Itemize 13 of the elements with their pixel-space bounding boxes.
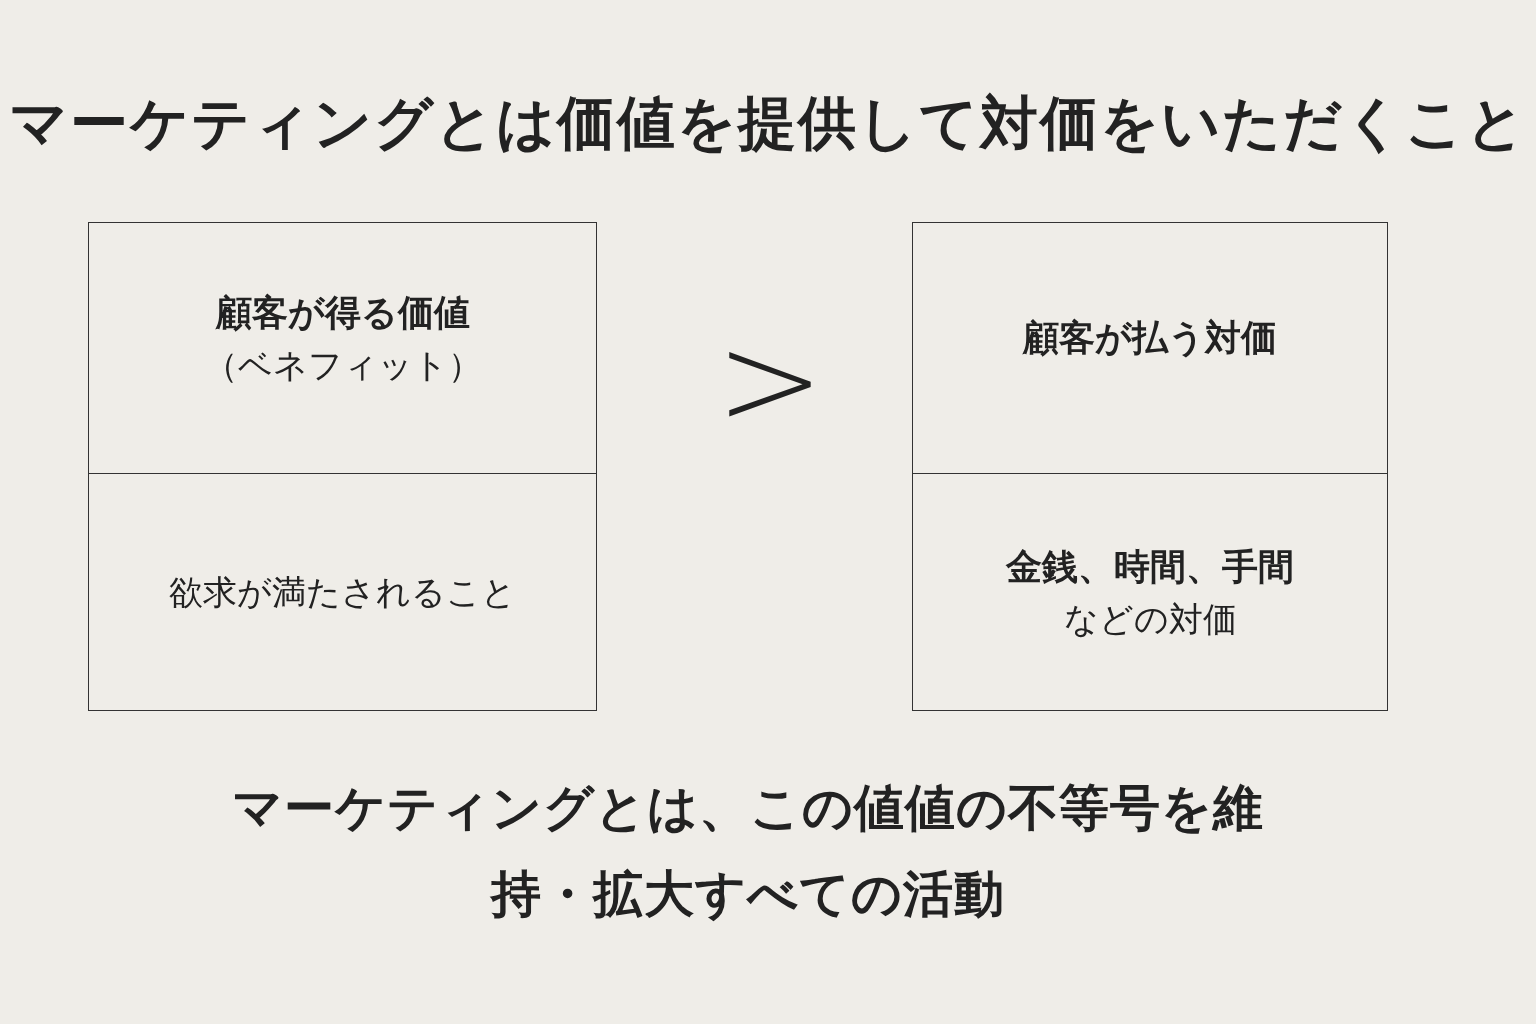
cell-heading: 金銭、時間、手間 <box>1006 544 1294 589</box>
cell-text: （ベネフィット） <box>203 343 482 387</box>
caption: マーケティングとは、この値値の不等号を維持・拡大すべての活動 <box>231 778 1265 925</box>
greater-than-sign: > <box>714 303 826 458</box>
table-cell <box>912 473 1388 711</box>
cell-heading: 顧客が得る価値 <box>215 290 470 335</box>
cell-text: などの対価 <box>1063 597 1237 641</box>
title: マーケティングとは価値を提供して対価をいただくこと <box>8 88 1528 159</box>
cell-text: 欲求が満たされること <box>169 570 516 614</box>
cell-heading: 顧客が払う対価 <box>1023 316 1277 360</box>
table-cell <box>88 473 597 711</box>
table-cell <box>88 222 597 474</box>
table-cell <box>912 222 1388 474</box>
